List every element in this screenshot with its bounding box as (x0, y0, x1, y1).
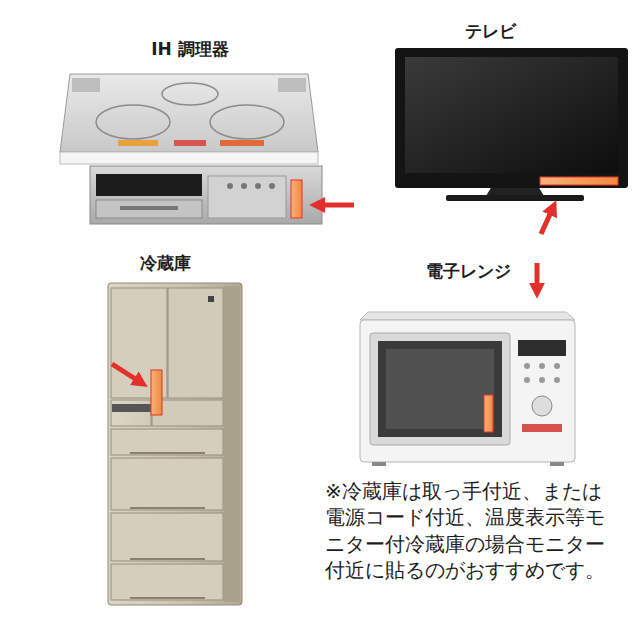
drawing-part (395, 48, 628, 188)
drawing-part (227, 183, 233, 189)
drawing-part (291, 180, 302, 218)
appliance-label: 電子レンジ (426, 260, 511, 283)
drawing-part (162, 83, 218, 105)
drawing-part (111, 513, 223, 561)
drawing-part (370, 333, 510, 445)
drawing-part (532, 396, 552, 416)
microwave-oven (360, 312, 575, 466)
drawing-part (210, 105, 284, 139)
drawing-part (255, 183, 261, 189)
drawing-part (208, 296, 214, 302)
drawing-part (208, 176, 286, 218)
drawing-part (322, 203, 354, 208)
drawing-part (405, 57, 618, 173)
drawing-part (386, 349, 494, 429)
drawing-part (152, 400, 223, 426)
drawing-part (112, 364, 137, 380)
drawing-part (224, 286, 240, 602)
television (395, 48, 628, 201)
appliance-label: テレビ (465, 20, 516, 43)
drawing-part (360, 320, 575, 462)
drawing-part (540, 177, 618, 185)
refrigerator (108, 283, 242, 605)
drawing-part (96, 200, 202, 218)
drawing-part (524, 377, 530, 383)
drawing-part (220, 140, 264, 146)
drawing-part (130, 597, 205, 599)
appliance-label: IH 調理器 (151, 38, 228, 61)
drawing-part (446, 195, 584, 201)
drawing-part (130, 558, 205, 560)
drawing-part (96, 174, 202, 196)
drawing-part (378, 341, 502, 437)
drawing-part (151, 370, 162, 415)
drawing-part (60, 74, 318, 152)
drawing-part (120, 206, 178, 210)
drawing-part (111, 400, 151, 426)
drawing-part (108, 283, 242, 605)
drawing-part (90, 166, 322, 224)
drawing-part (96, 105, 170, 139)
drawing-part (130, 452, 205, 454)
drawing-part (554, 377, 560, 383)
drawing-part (522, 424, 562, 432)
drawing-part (524, 363, 530, 369)
drawing-part (518, 340, 566, 356)
note-text: ※冷蔵庫は取っ手付近、または 電源コード付近、温度表示等モ ニター付冷蔵庫の場合… (325, 478, 611, 584)
drawing-part (130, 507, 205, 509)
drawing-part (168, 288, 223, 398)
drawing-part (111, 564, 223, 600)
drawing-part (539, 377, 545, 383)
drawing-part (278, 78, 306, 92)
drawing-part (112, 404, 152, 412)
drawing-part (360, 312, 575, 320)
pointer-arrow (112, 205, 551, 380)
drawing-part (539, 363, 545, 369)
drawing-part (535, 263, 540, 286)
drawing-part (541, 212, 551, 234)
drawing-part (484, 395, 493, 432)
drawing-part (60, 152, 318, 164)
drawing-part (118, 140, 158, 146)
ih-cooker (60, 74, 322, 224)
drawing-part (174, 140, 206, 146)
appliance-label: 冷蔵庫 (140, 252, 191, 275)
drawing-part (241, 183, 247, 189)
drawing-part (72, 78, 100, 92)
drawing-part (372, 462, 386, 466)
drawing-part (269, 183, 275, 189)
drawing-part (550, 462, 564, 466)
drawing-part (111, 429, 223, 455)
drawing-part (111, 458, 223, 510)
drawing-part (554, 363, 560, 369)
